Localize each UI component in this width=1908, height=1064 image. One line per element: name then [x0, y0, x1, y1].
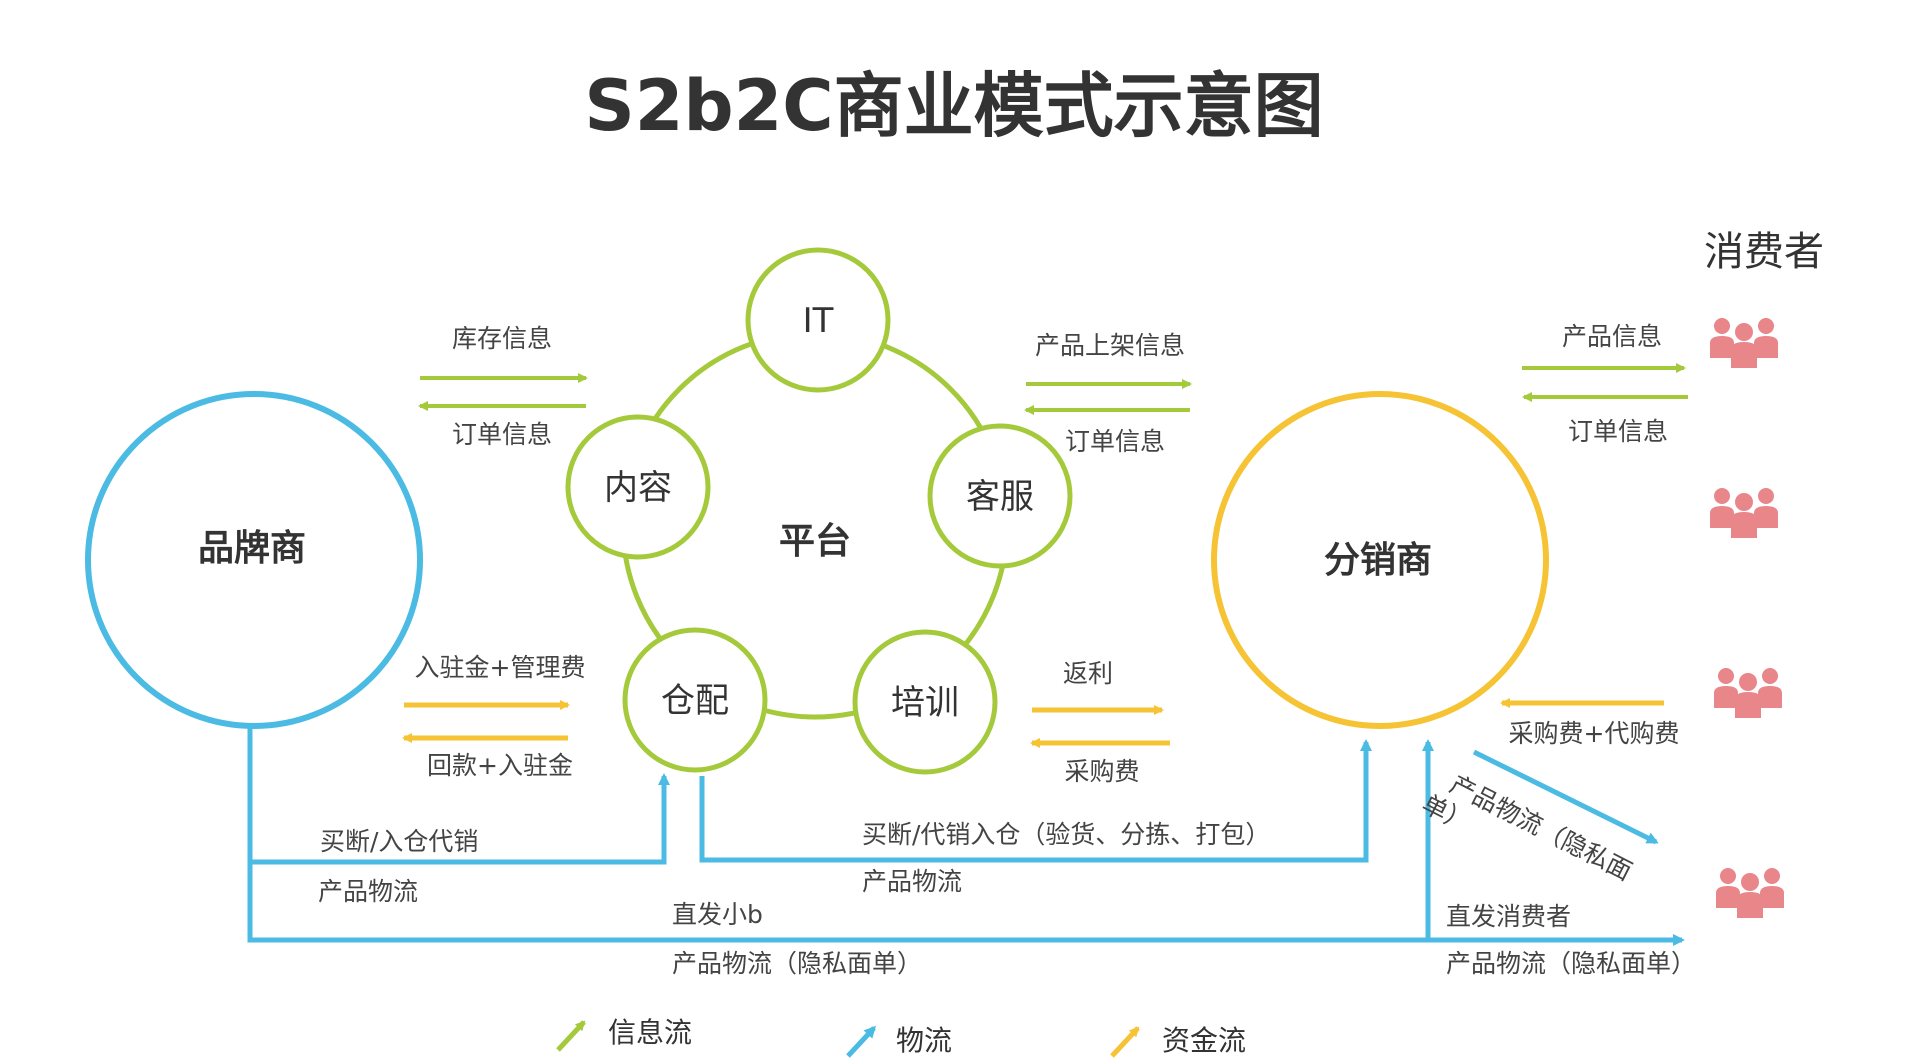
flow-label-logistics-2: 产品物流: [862, 867, 962, 896]
flow-label-buyout-consign: 买断/入仓代销: [320, 827, 478, 856]
logistics-brand-to-warehouse: [247, 728, 670, 865]
svg-text:信息流: 信息流: [608, 1016, 692, 1049]
brand-label: 品牌商: [198, 528, 306, 569]
page-title: S2b2C商业模式示意图: [584, 65, 1323, 147]
flow-label-payment-return: 回款+入驻金: [427, 751, 573, 780]
svg-text:IT: IT: [803, 301, 834, 341]
svg-text:物流: 物流: [896, 1024, 952, 1057]
svg-text:客服: 客服: [966, 477, 1034, 517]
platform-node-content: 内容: [565, 414, 711, 560]
flow-label-logistics-1: 产品物流: [318, 877, 418, 906]
svg-text:仓配: 仓配: [661, 681, 729, 721]
legend-info-flow: 信息流: [556, 1016, 692, 1052]
flow-label-inventory-info: 库存信息: [452, 324, 552, 353]
flow-label-product-info: 产品信息: [1562, 322, 1662, 351]
flow-label-entry-fee: 入驻金+管理费: [415, 653, 586, 682]
legend-money-flow: 资金流: [1110, 1024, 1246, 1058]
svg-text:内容: 内容: [604, 468, 672, 508]
blue-arrow-icon: [846, 1025, 877, 1058]
flow-label-purchase-agency-fee: 采购费+代购费: [1509, 719, 1680, 748]
brand-circle: [85, 391, 423, 729]
flow-label-direct-consumer: 直发消费者: [1446, 902, 1571, 931]
flow-label-privacy-waybill-1: 产品物流（隐私面单）: [672, 949, 922, 978]
logistics-direct-to-b: [247, 739, 1434, 943]
flow-label-direct-b: 直发小b: [672, 900, 763, 929]
yellow-arrow-icon: [1110, 1026, 1140, 1058]
flow-label-dist-logistics: 产品物流（隐私面 单）: [1417, 770, 1636, 887]
flow-label-privacy-waybill-2: 产品物流（隐私面单）: [1446, 949, 1696, 978]
consumers-label: 消费者: [1704, 229, 1824, 275]
logistics-warehouse-to-distributor: [699, 739, 1372, 863]
consumer-group-icon-4: [1716, 868, 1784, 918]
platform-node-training: 培训: [852, 629, 998, 775]
platform-node-service: 客服: [927, 423, 1073, 569]
distributor-label: 分销商: [1324, 540, 1432, 581]
green-arrow-icon: [556, 1020, 586, 1052]
svg-text:资金流: 资金流: [1162, 1024, 1246, 1057]
flow-label-warehouse-process: 买断/代销入仓（验货、分拣、打包）: [862, 820, 1270, 849]
platform-node-warehouse: 仓配: [622, 627, 768, 773]
consumer-group-icon-2: [1710, 488, 1778, 538]
consumer-group-icon-1: [1710, 318, 1778, 368]
consumer-group-icon-3: [1714, 668, 1782, 718]
flow-label-order-info: 订单信息: [452, 420, 552, 449]
flow-label-order-info-3: 订单信息: [1568, 417, 1668, 446]
platform-node-it: IT: [745, 247, 891, 393]
flow-label-listing-info: 产品上架信息: [1035, 331, 1185, 360]
distributor-circle: [1211, 391, 1549, 729]
flow-label-rebate: 返利: [1063, 659, 1113, 688]
logistics-dist-to-consumer: [1472, 749, 1659, 845]
svg-text:培训: 培训: [891, 683, 959, 723]
legend-logistics: 物流: [846, 1024, 952, 1058]
flow-label-order-info-2: 订单信息: [1065, 427, 1165, 456]
platform-label: 平台: [779, 521, 851, 562]
flow-label-purchase-fee: 采购费: [1064, 757, 1139, 786]
